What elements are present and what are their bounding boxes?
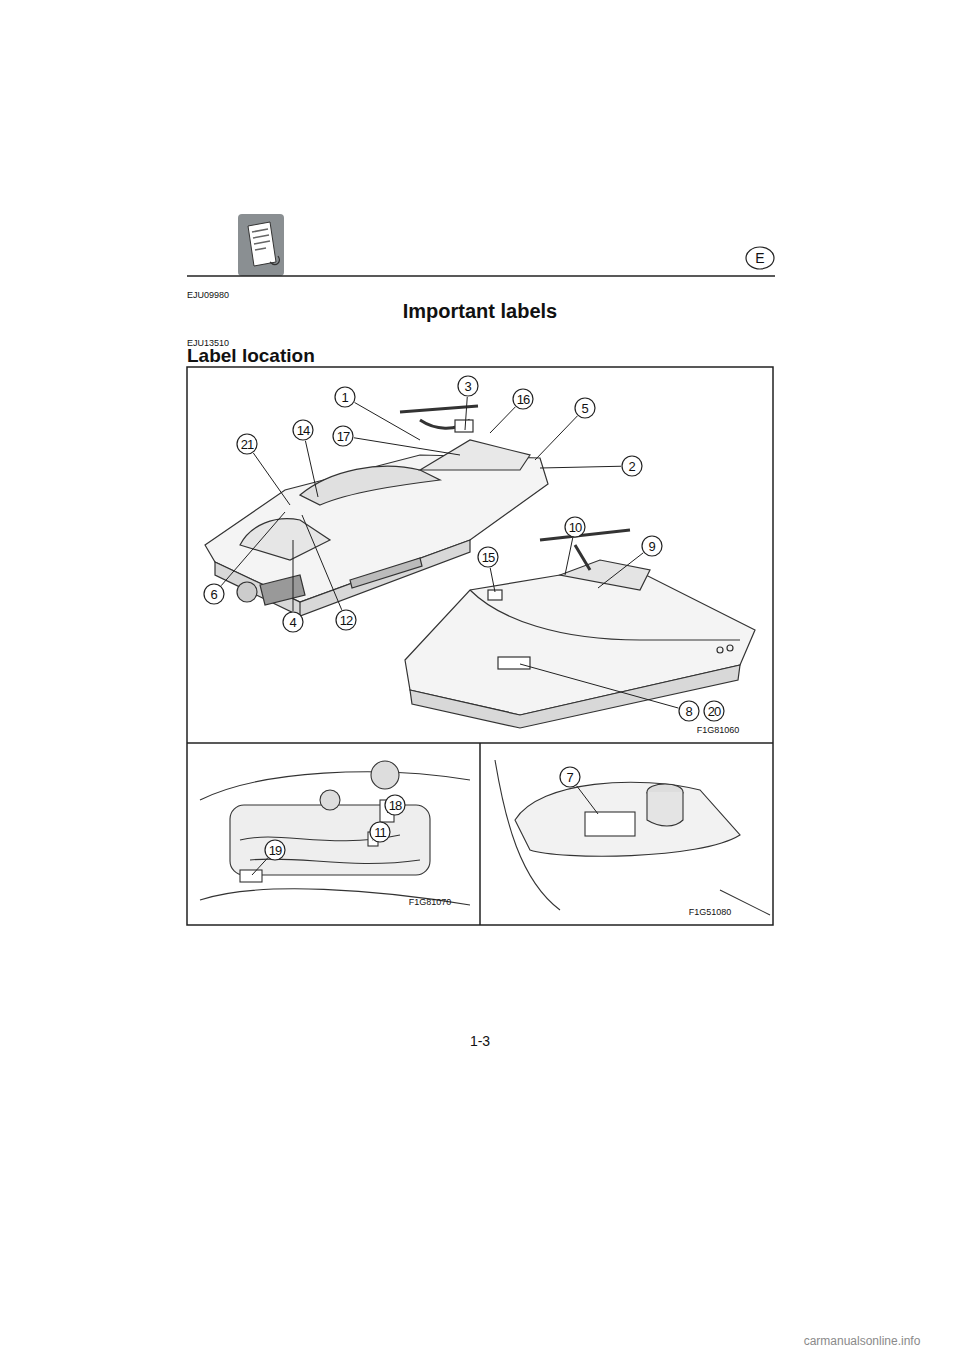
watercraft-rear bbox=[205, 406, 548, 616]
manual-icon bbox=[238, 214, 284, 276]
language-badge bbox=[746, 247, 774, 269]
callout-number: 15 bbox=[482, 551, 494, 564]
callout-circle bbox=[679, 701, 699, 721]
figure-code: F1G51080 bbox=[689, 908, 732, 917]
figure-frame bbox=[187, 367, 773, 925]
callout-circle bbox=[283, 612, 303, 632]
leader-line bbox=[565, 538, 573, 575]
leader-line bbox=[221, 512, 285, 586]
callout-circle bbox=[575, 398, 595, 418]
leader-line bbox=[465, 397, 467, 430]
callout-number: 14 bbox=[297, 424, 309, 437]
storage-compartment bbox=[495, 760, 770, 915]
figure-code: F1G81060 bbox=[697, 726, 740, 735]
callout-circle bbox=[642, 536, 662, 556]
callout-circle bbox=[204, 584, 224, 604]
callout-number: 16 bbox=[517, 393, 529, 406]
callout-circle bbox=[293, 420, 313, 440]
callout-number: 11 bbox=[374, 826, 386, 839]
callout-circle bbox=[265, 840, 285, 860]
leader-line bbox=[354, 438, 460, 455]
leader-line bbox=[598, 553, 643, 588]
leader-line bbox=[490, 568, 495, 592]
callout-number: 3 bbox=[464, 380, 471, 393]
callout-circle bbox=[513, 389, 533, 409]
callout-number: 17 bbox=[337, 430, 349, 443]
page-title: Important labels bbox=[403, 301, 557, 321]
callout-number: 9 bbox=[648, 540, 655, 553]
callout-number: 4 bbox=[289, 616, 296, 629]
leader-line bbox=[355, 402, 420, 440]
callout-circle bbox=[335, 387, 355, 407]
leader-line bbox=[490, 407, 515, 433]
callout-circle bbox=[385, 795, 405, 815]
callout-circle bbox=[704, 701, 724, 721]
page-number: 1-3 bbox=[470, 1034, 490, 1048]
callout-number: 1 bbox=[341, 391, 348, 404]
callout-number: 19 bbox=[269, 844, 281, 857]
leader-line bbox=[577, 786, 598, 814]
leader-line bbox=[305, 441, 318, 497]
callout-number: 6 bbox=[210, 588, 217, 601]
callout-number: 21 bbox=[241, 438, 253, 451]
callout-number: 10 bbox=[569, 521, 581, 534]
leader-line bbox=[535, 416, 577, 460]
section-heading: Label location bbox=[187, 346, 315, 365]
callout-circle bbox=[478, 547, 498, 567]
callout-number: 18 bbox=[389, 799, 401, 812]
reference-code: EJU09980 bbox=[187, 291, 229, 300]
figure-code: F1G81070 bbox=[409, 898, 452, 907]
callout-number: 7 bbox=[566, 771, 573, 784]
watercraft-front bbox=[405, 530, 755, 728]
leader-line bbox=[540, 466, 621, 468]
callout-number: 8 bbox=[685, 705, 692, 718]
callout-circle bbox=[336, 610, 356, 630]
engine-compartment bbox=[200, 761, 470, 905]
leader-line bbox=[302, 515, 342, 610]
callout-number: 12 bbox=[340, 614, 352, 627]
callout-circle bbox=[333, 426, 353, 446]
leader-line bbox=[293, 540, 294, 611]
leader-line bbox=[520, 664, 678, 708]
callout-circle bbox=[565, 517, 585, 537]
header-rule bbox=[187, 275, 775, 277]
leader-line bbox=[253, 453, 290, 505]
watermark: carmanualsonline.info bbox=[804, 1335, 921, 1347]
callout-number: 2 bbox=[628, 460, 635, 473]
leader-line bbox=[252, 858, 268, 875]
callout-circle bbox=[458, 376, 478, 396]
callout-circle bbox=[560, 767, 580, 787]
callout-circle bbox=[370, 822, 390, 842]
callout-number: 20 bbox=[708, 705, 720, 718]
callout-circle bbox=[237, 434, 257, 454]
callout-circle bbox=[622, 456, 642, 476]
badge-letter: E bbox=[755, 251, 764, 265]
callout-number: 5 bbox=[581, 402, 588, 415]
